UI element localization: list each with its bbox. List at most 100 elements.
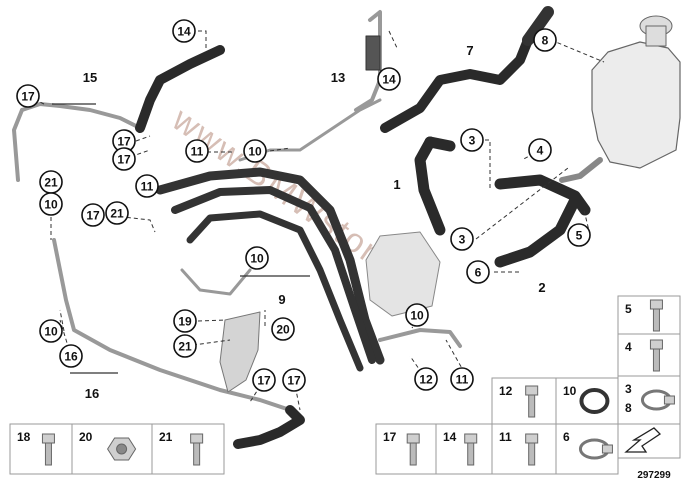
flange-nut-icon [107, 437, 137, 461]
callout-8: 8 [533, 28, 557, 52]
legend-label: 6 [563, 430, 570, 444]
group-number-1: 1 [393, 177, 400, 192]
callout-20: 20 [271, 317, 295, 341]
callout-5: 5 [567, 223, 591, 247]
legend-label: 14 [443, 430, 457, 444]
legend-tile-hose-clamp: 6 [555, 423, 619, 475]
hex-bolt-icon [525, 385, 539, 418]
callout-label: 19 [178, 315, 192, 329]
legend-label: 21 [159, 430, 173, 444]
callout-label: 10 [250, 252, 264, 266]
parts-artwork [12, 6, 681, 449]
group-brackets [52, 103, 310, 374]
callout-3: 3 [450, 227, 474, 251]
legend-tile-flange-screw: 4 [617, 333, 681, 377]
callout-4: 4 [528, 138, 552, 162]
callout-label: 17 [21, 90, 35, 104]
legend-tile-bolt: 18 [9, 423, 73, 475]
fluid-reservoir [559, 15, 681, 183]
callout-label: 10 [248, 145, 262, 159]
callout-label: 4 [537, 144, 544, 158]
callout-label: 14 [177, 25, 191, 39]
stud-nut-icon [190, 433, 204, 466]
hose-clamp-icon [578, 438, 613, 460]
screw-icon [406, 433, 420, 466]
callout-12: 12 [414, 367, 438, 391]
callout-label: 21 [110, 207, 124, 221]
callout-label: 17 [287, 374, 301, 388]
legend-tile-seal-ring: 10 [555, 377, 619, 425]
callout-label: 21 [44, 176, 58, 190]
diagram-number: 297299 [637, 470, 671, 481]
callout-10: 10 [243, 139, 267, 163]
callout-label: 14 [382, 73, 396, 87]
legend-label: 3 [625, 382, 632, 396]
callout-17: 17 [81, 203, 105, 227]
legend-label: 17 [383, 430, 397, 444]
callout-21: 21 [39, 170, 63, 194]
callout-label: 12 [419, 373, 433, 387]
legend-label: 5 [625, 302, 632, 316]
callout-10: 10 [245, 246, 269, 270]
direction-arrow-tile [617, 423, 681, 459]
short-screw-icon [464, 433, 478, 466]
legend-label: 10 [563, 384, 577, 398]
callout-label: 17 [257, 374, 271, 388]
group-number-16: 16 [85, 386, 99, 401]
callout-label: 3 [459, 233, 466, 247]
legend-tile-flange-nut: 20 [71, 423, 153, 475]
flange-screw-icon [649, 339, 663, 372]
callout-17: 17 [112, 147, 136, 171]
callout-17: 17 [252, 368, 276, 392]
screw-clip-icon [649, 299, 663, 332]
legend-tile-spring-clamp: 38 [617, 375, 681, 425]
legend-tile-hex-bolt: 12 [491, 377, 557, 425]
callout-label: 16 [64, 350, 78, 364]
callout-16: 16 [59, 344, 83, 368]
hex-screw-icon [525, 433, 539, 466]
legend-tile-short-screw: 14 [435, 423, 493, 475]
callout-17: 17 [282, 368, 306, 392]
callout-label: 21 [178, 340, 192, 354]
legend-tile-stud-nut: 21 [151, 423, 225, 475]
legend-label-secondary: 8 [625, 401, 632, 415]
callout-label: 6 [475, 266, 482, 280]
callout-label: 5 [576, 229, 583, 243]
seal-ring-icon [579, 388, 610, 414]
callout-10: 10 [39, 319, 63, 343]
callout-label: 17 [86, 209, 100, 223]
callout-label: 17 [117, 153, 131, 167]
legend-tile-hex-screw: 11 [491, 423, 557, 475]
callout-19: 19 [173, 309, 197, 333]
callout-label: 20 [276, 323, 290, 337]
callout-17: 17 [16, 84, 40, 108]
callout-11: 11 [450, 367, 474, 391]
callout-10: 10 [405, 303, 429, 327]
callout-label: 11 [141, 180, 154, 194]
callout-label: 11 [456, 373, 469, 387]
callout-label: 10 [44, 198, 58, 212]
group-number-9: 9 [278, 292, 285, 307]
legend-label: 12 [499, 384, 513, 398]
callout-3: 3 [460, 128, 484, 152]
callout-11: 11 [135, 174, 159, 198]
callout-21: 21 [173, 334, 197, 358]
legend-label: 4 [625, 340, 632, 354]
legend-label: 18 [17, 430, 31, 444]
callout-14: 14 [377, 67, 401, 91]
callout-label: 10 [410, 309, 424, 323]
bolt-icon [41, 433, 55, 466]
group-number-15: 15 [83, 70, 97, 85]
callout-11: 11 [185, 139, 209, 163]
callout-label: 10 [44, 325, 58, 339]
callout-label: 17 [117, 135, 131, 149]
legend-label: 11 [499, 430, 512, 444]
group-number-13: 13 [331, 70, 345, 85]
callout-14: 14 [172, 19, 196, 43]
callout-label: 8 [542, 34, 549, 48]
callout-label: 11 [191, 145, 204, 159]
